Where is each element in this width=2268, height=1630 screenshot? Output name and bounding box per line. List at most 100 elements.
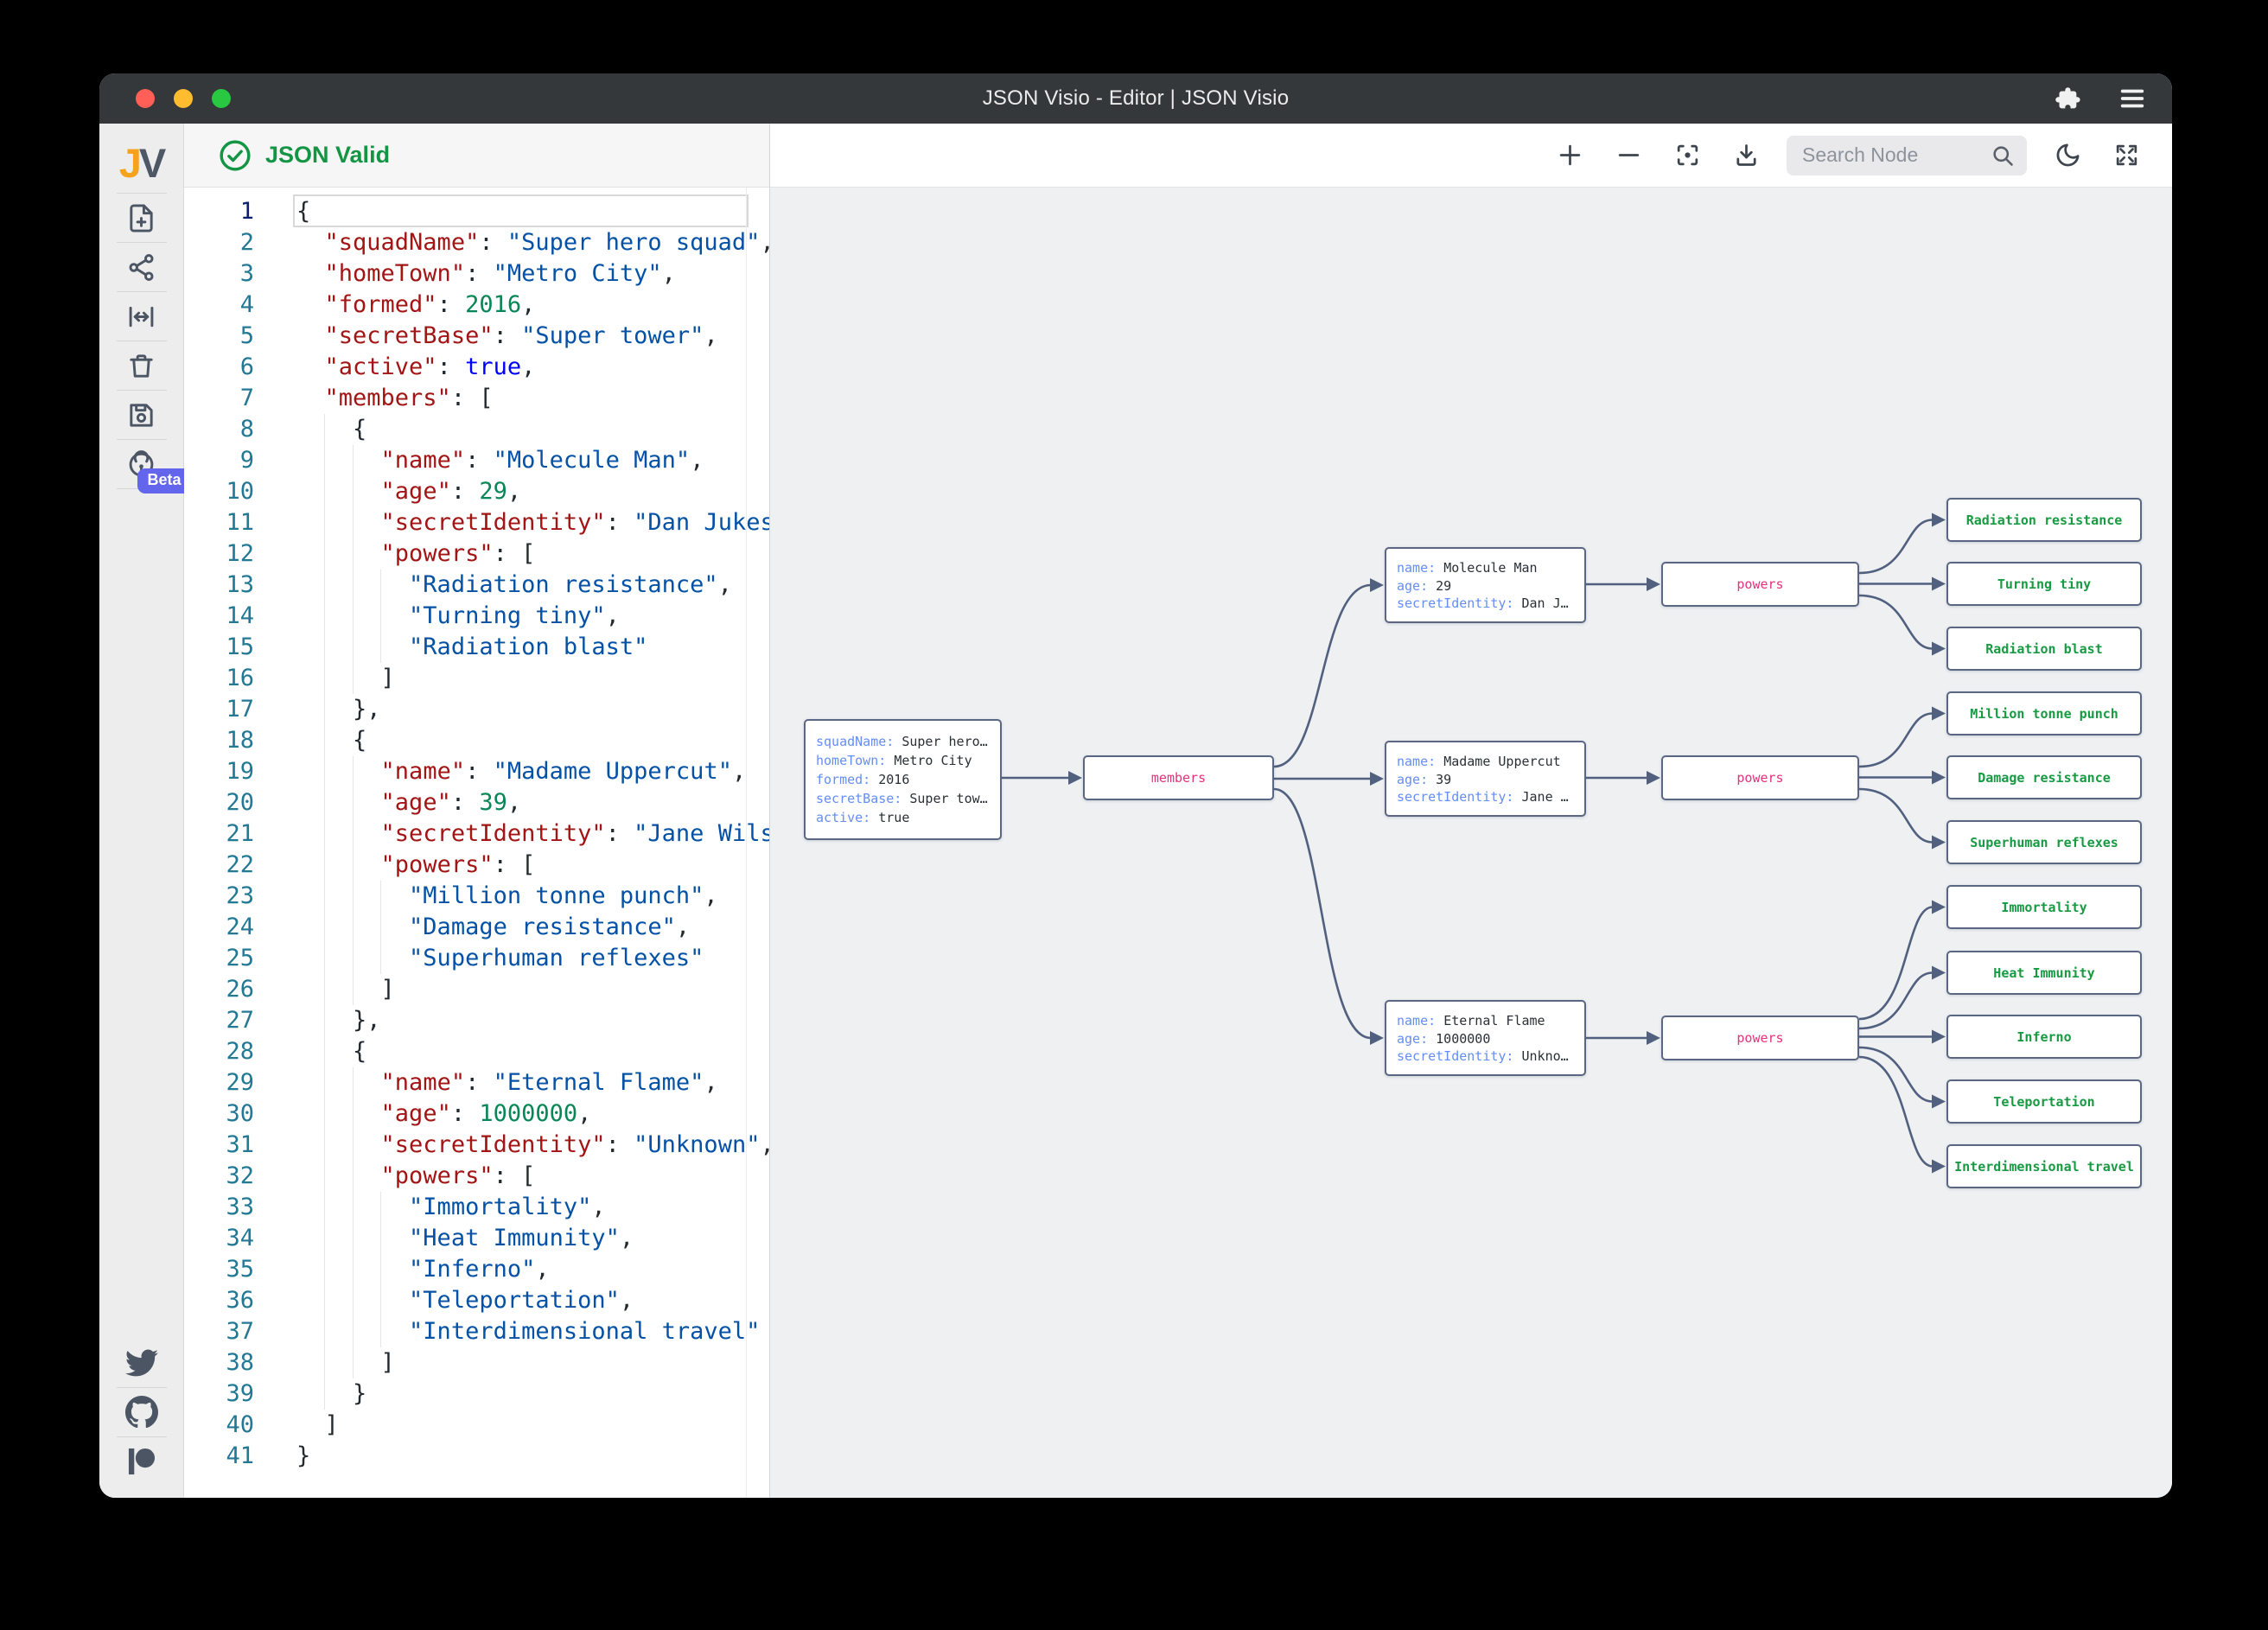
graph-view-button[interactable] — [99, 248, 184, 286]
graph-node-l8[interactable]: Heat Immunity — [1946, 951, 2142, 995]
code-line[interactable]: 6 "active": true, — [184, 352, 769, 383]
twitter-link[interactable] — [99, 1344, 184, 1382]
code-line[interactable]: 39 } — [184, 1378, 769, 1410]
code-line[interactable]: 37 "Interdimensional travel" — [184, 1316, 769, 1347]
code-line[interactable]: 24 "Damage resistance", — [184, 912, 769, 943]
fit-width-button[interactable] — [99, 297, 184, 335]
code-line[interactable]: 17 }, — [184, 694, 769, 725]
code-line[interactable]: 33 "Immortality", — [184, 1192, 769, 1223]
extensions-button[interactable] — [2049, 81, 2084, 116]
code-line[interactable]: 30 "age": 1000000, — [184, 1098, 769, 1130]
code-line[interactable]: 31 "secretIdentity": "Unknown", — [184, 1130, 769, 1161]
graph-node-p2[interactable]: powers — [1661, 755, 1859, 800]
code-line[interactable]: 12 "powers": [ — [184, 538, 769, 570]
editor-scrollbar[interactable] — [746, 188, 747, 1498]
code-line[interactable]: 28 { — [184, 1036, 769, 1067]
code-line[interactable]: 36 "Teleportation", — [184, 1285, 769, 1316]
api-button[interactable]: Beta — [99, 445, 192, 493]
center-view-button[interactable] — [1669, 137, 1705, 174]
graph-node-l7[interactable]: Immortality — [1946, 885, 2142, 929]
graph-node-members[interactable]: members — [1083, 755, 1274, 800]
line-number: 15 — [226, 634, 254, 660]
graph-node-l11[interactable]: Interdimensional travel — [1946, 1144, 2142, 1188]
download-image-button[interactable] — [1728, 137, 1764, 174]
code-line[interactable]: 29 "name": "Eternal Flame", — [184, 1067, 769, 1098]
patreon-link[interactable] — [99, 1442, 184, 1480]
line-number: 17 — [226, 696, 254, 723]
graph-panel: squadName: Super hero…homeTown: Metro Ci… — [770, 124, 2172, 1498]
edge — [1858, 906, 1934, 1021]
dark-mode-toggle[interactable] — [2049, 137, 2086, 174]
code-line[interactable]: 34 "Heat Immunity", — [184, 1223, 769, 1254]
code-line[interactable]: 1{ — [184, 196, 769, 227]
code-line[interactable]: 21 "secretIdentity": "Jane Wilson", — [184, 818, 769, 850]
graph-node-l1[interactable]: Radiation resistance — [1946, 498, 2142, 542]
close-button[interactable] — [136, 89, 155, 108]
code-line[interactable]: 16 ] — [184, 663, 769, 694]
code-line[interactable]: 22 "powers": [ — [184, 850, 769, 881]
minimize-button[interactable] — [174, 89, 193, 108]
code-line[interactable]: 13 "Radiation resistance", — [184, 570, 769, 601]
graph-node-l3[interactable]: Radiation blast — [1946, 627, 2142, 671]
graph-node-l5[interactable]: Damage resistance — [1946, 755, 2142, 799]
code-line[interactable]: 26 ] — [184, 974, 769, 1005]
code-line[interactable]: 14 "Turning tiny", — [184, 601, 769, 632]
code-line[interactable]: 2 "squadName": "Super hero squad", — [184, 227, 769, 258]
code-line[interactable]: 32 "powers": [ — [184, 1161, 769, 1192]
menu-button[interactable] — [2115, 81, 2150, 116]
code-line[interactable]: 10 "age": 29, — [184, 476, 769, 507]
code-line[interactable]: 18 { — [184, 725, 769, 756]
expand-arrows-icon — [2116, 144, 2137, 166]
arrowhead — [1370, 772, 1384, 786]
arrowhead — [1932, 706, 1946, 721]
graph-node-l6[interactable]: Superhuman reflexes — [1946, 820, 2142, 864]
code-line[interactable]: 25 "Superhuman reflexes" — [184, 943, 769, 974]
graph-node-p1[interactable]: powers — [1661, 562, 1859, 607]
search-input[interactable] — [1787, 135, 2027, 175]
line-number: 26 — [226, 976, 254, 1003]
code-line[interactable]: 35 "Inferno", — [184, 1254, 769, 1285]
share-graph-icon — [129, 253, 154, 281]
arrowhead — [1370, 578, 1384, 592]
graph-node-p3[interactable]: powers — [1661, 1016, 1859, 1060]
code-line[interactable]: 23 "Million tonne punch", — [184, 881, 769, 912]
code-line[interactable]: 19 "name": "Madame Uppercut", — [184, 756, 769, 787]
code-line[interactable]: 7 "members": [ — [184, 383, 769, 414]
code-line[interactable]: 3 "homeTown": "Metro City", — [184, 258, 769, 290]
save-button[interactable] — [99, 396, 184, 434]
code-line[interactable]: 40 ] — [184, 1410, 769, 1441]
graph-node-l2[interactable]: Turning tiny — [1946, 562, 2142, 606]
code-line[interactable]: 5 "secretBase": "Super tower", — [184, 321, 769, 352]
code-line[interactable]: 8 { — [184, 414, 769, 445]
code-line[interactable]: 4 "formed": 2016, — [184, 290, 769, 321]
code-line[interactable]: 15 "Radiation blast" — [184, 632, 769, 663]
delete-button[interactable] — [99, 347, 184, 385]
zoom-in-button[interactable] — [1551, 137, 1588, 174]
code-line[interactable]: 38 ] — [184, 1347, 769, 1378]
line-number: 10 — [226, 478, 254, 505]
github-link[interactable] — [99, 1393, 184, 1431]
code-line[interactable]: 27 }, — [184, 1005, 769, 1036]
graph-canvas[interactable]: squadName: Super hero…homeTown: Metro Ci… — [770, 188, 2172, 1498]
graph-node-root[interactable]: squadName: Super hero…homeTown: Metro Ci… — [804, 719, 1002, 840]
arrowhead — [1647, 577, 1660, 591]
new-document-button[interactable] — [99, 199, 184, 237]
line-number: 8 — [239, 416, 254, 443]
edge — [1858, 594, 1934, 650]
code-area[interactable]: 1{2 "squadName": "Super hero squad",3 "h… — [184, 188, 769, 1498]
code-line[interactable]: 9 "name": "Molecule Man", — [184, 445, 769, 476]
zoom-out-button[interactable] — [1610, 137, 1647, 174]
code-line[interactable]: 20 "age": 39, — [184, 787, 769, 818]
arrowhead — [1932, 770, 1946, 785]
code-line[interactable]: 41} — [184, 1441, 769, 1472]
fullscreen-button[interactable] — [2108, 137, 2144, 174]
graph-node-l4[interactable]: Million tonne punch — [1946, 691, 2142, 735]
graph-node-l10[interactable]: Teleportation — [1946, 1079, 2142, 1124]
graph-node-l9[interactable]: Inferno — [1946, 1015, 2142, 1059]
code-line[interactable]: 11 "secretIdentity": "Dan Jukes", — [184, 507, 769, 538]
zoom-button[interactable] — [212, 89, 231, 108]
